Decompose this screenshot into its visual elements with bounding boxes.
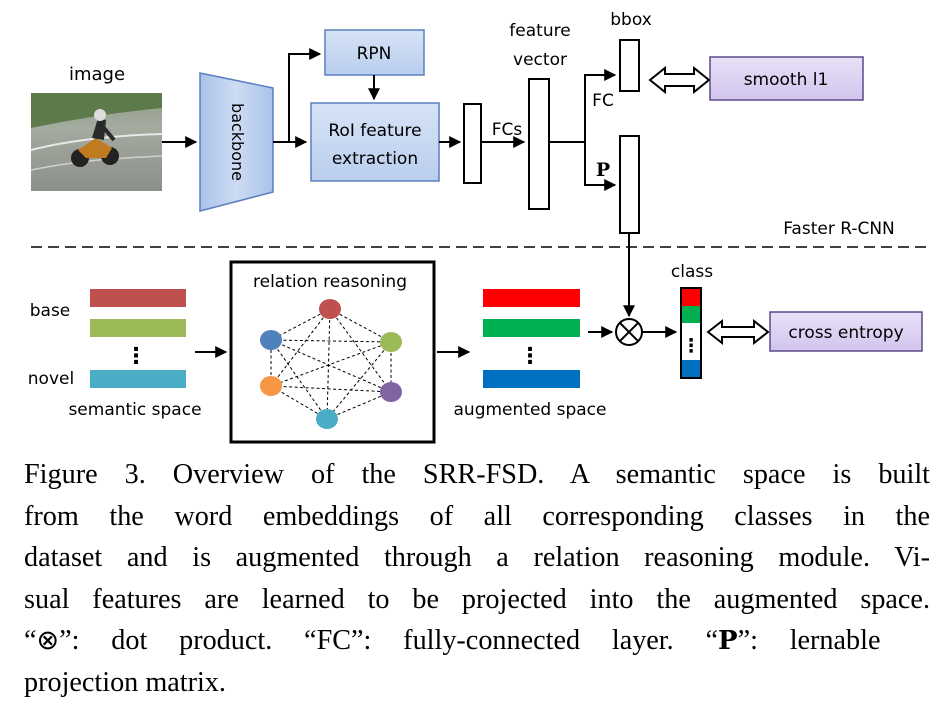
class-label: class <box>671 262 713 282</box>
rpn-label: RPN <box>357 44 392 64</box>
cross-entropy-box: cross entropy <box>769 311 923 352</box>
bbox-loss-double-arrow <box>648 65 711 95</box>
feature-to-fc-arrow <box>549 69 617 143</box>
feature-vector-label-line1: feature <box>509 21 570 41</box>
relation-reasoning-label: relation reasoning <box>253 272 407 292</box>
architecture-diagram: image backbone RPN RoI feature extractio… <box>28 10 931 444</box>
p-label: P <box>596 159 610 181</box>
motorcycle-image <box>30 93 163 191</box>
novel-label: novel <box>28 369 74 389</box>
semantic-bar-base-2 <box>90 319 186 337</box>
smooth-l1-box: smooth l1 <box>709 56 864 101</box>
faster-rcnn-label: Faster R-CNN <box>783 219 895 239</box>
semantic-bar-base-1 <box>90 289 186 307</box>
rpn-box: RPN <box>324 29 425 76</box>
relation-node-purple <box>380 382 402 402</box>
class-score-dots: ⋮ <box>682 335 701 357</box>
class-score-red <box>682 289 700 306</box>
bbox-label: bbox <box>610 10 652 30</box>
augmented-bar-1 <box>483 289 580 307</box>
relation-node-red <box>319 299 341 319</box>
semantic-space-label: semantic space <box>68 400 201 420</box>
image-label: image <box>69 64 125 85</box>
feature-vector-label-line2: vector <box>513 50 567 70</box>
augmented-space-label: augmented space <box>454 400 607 420</box>
caption-p-symbol: P <box>718 626 738 656</box>
relation-node-orange <box>260 376 282 396</box>
class-score-blue <box>682 360 700 377</box>
augmented-dots: ⋮ <box>519 344 541 369</box>
base-label: base <box>30 301 71 321</box>
semantic-dots: ⋮ <box>125 344 147 369</box>
fcs-label: FCs <box>492 120 523 140</box>
class-score-green <box>682 306 700 323</box>
class-loss-double-arrow <box>706 318 770 346</box>
roi-label-line2: extraction <box>332 149 418 169</box>
relation-node-blue <box>260 330 282 350</box>
caption-line-6: projection matrix. <box>24 666 226 698</box>
roi-feature-vector-rect <box>463 103 482 184</box>
caption-line-1: Figure 3. Overview of the SRR-FSD. A sem… <box>24 459 930 490</box>
relation-node-cyan <box>316 409 338 429</box>
semantic-bar-novel <box>90 370 186 388</box>
class-score-vector: ⋮ <box>680 287 702 379</box>
caption-quote-open: “ <box>24 625 37 656</box>
relation-node-green <box>380 332 402 352</box>
caption-line-2: from the word embeddings of all correspo… <box>24 500 930 532</box>
smooth-l1-label: smooth l1 <box>744 70 829 90</box>
caption-line-5: “⊗”: dot product. “FC”: fully-connected … <box>24 620 930 662</box>
caption-line-4: sual features are learned to be projecte… <box>24 583 930 615</box>
roi-label-line1: RoI feature <box>328 121 421 141</box>
augmented-bar-3 <box>483 370 580 388</box>
relation-reasoning-box: relation reasoning <box>229 260 436 444</box>
bbox-vector-rect <box>619 39 640 92</box>
backbone-to-rpn-arrow <box>288 48 322 142</box>
caption-line-5-mid: ”: dot product. “FC”: fully-connected la… <box>59 625 718 656</box>
caption-line-3: dataset and is augmented through a relat… <box>24 542 930 573</box>
backbone-label: backbone <box>228 103 247 181</box>
backbone-block: backbone <box>199 72 274 212</box>
caption-line-5-end: ”: lernable <box>737 625 881 656</box>
figure-caption: Figure 3. Overview of the SRR-FSD. A sem… <box>24 454 930 703</box>
augmented-bar-2 <box>483 319 580 337</box>
feature-to-p-arrow <box>584 142 617 191</box>
projection-vector-rect <box>619 135 640 234</box>
feature-vector-rect <box>528 78 550 210</box>
dot-product-operator <box>615 318 643 346</box>
caption-otimes-symbol: ⊗ <box>36 625 60 656</box>
fc-label: FC <box>592 91 614 111</box>
cross-entropy-label: cross entropy <box>788 323 903 343</box>
roi-feature-extraction-box: RoI feature extraction <box>310 102 440 182</box>
